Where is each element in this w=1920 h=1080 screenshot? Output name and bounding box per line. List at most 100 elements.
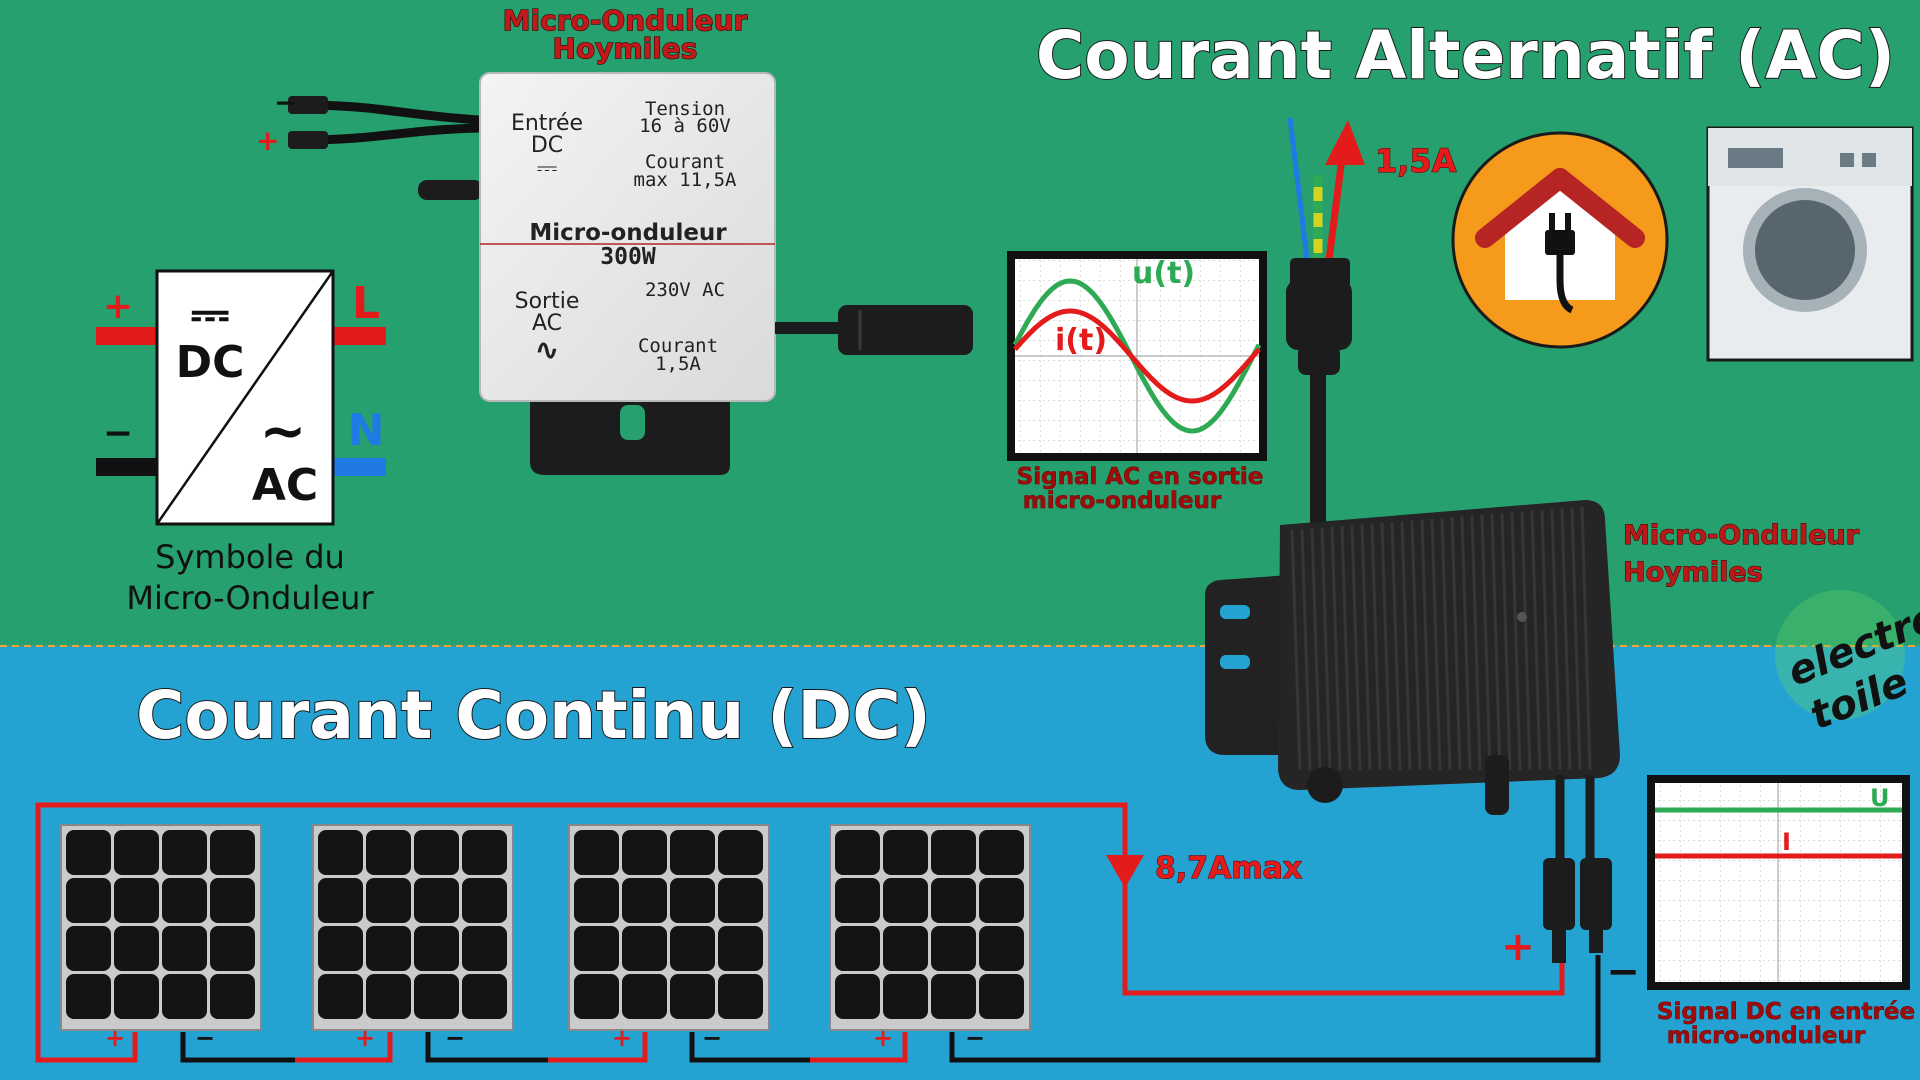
symbol-dc-lines: ⎓ bbox=[191, 286, 229, 342]
card-output-current-1: Courant bbox=[638, 335, 718, 357]
ac-cable-taper bbox=[1298, 345, 1340, 375]
solar-panel-3: + − bbox=[568, 824, 770, 1052]
inverter-fin bbox=[1340, 525, 1352, 771]
dc-link-1 bbox=[35, 1030, 138, 1063]
dc-link-3-neg bbox=[689, 1032, 810, 1063]
symbol-ac-text: AC bbox=[252, 460, 318, 511]
dc-scope-u-label: U bbox=[1870, 784, 1890, 812]
card-mount-slot bbox=[620, 405, 645, 440]
plug-cable bbox=[1556, 255, 1574, 314]
card-side-stub bbox=[418, 180, 483, 200]
card-output-cable bbox=[775, 322, 845, 334]
panel-cell bbox=[114, 878, 159, 923]
symbol-dc-text: DC bbox=[176, 337, 245, 388]
panel-cell bbox=[462, 926, 507, 971]
card-dc-glyph: ⎓ bbox=[537, 153, 558, 183]
card-output-current-2: 1,5A bbox=[655, 353, 701, 375]
panel-cell bbox=[414, 830, 459, 875]
panel-cell bbox=[162, 926, 207, 971]
washer-display bbox=[1728, 148, 1783, 168]
inverter-fin bbox=[1530, 510, 1542, 771]
panel-cell bbox=[718, 878, 763, 923]
card-connector-plus bbox=[288, 131, 328, 149]
inverter-fin bbox=[1310, 528, 1322, 771]
card-current-2: max 11,5A bbox=[634, 169, 738, 191]
panel-cell bbox=[414, 878, 459, 923]
panel-cell bbox=[574, 926, 619, 971]
panel-plus-sign: + bbox=[355, 1024, 375, 1052]
panel-plus-sign: + bbox=[105, 1024, 125, 1052]
inverter-fin bbox=[1450, 517, 1462, 771]
panel-cell bbox=[162, 878, 207, 923]
card-output-label-1: Sortie bbox=[515, 289, 580, 314]
dc-link-2-neg bbox=[425, 1032, 548, 1063]
panel-cell bbox=[931, 926, 976, 971]
card-voltage-2: 16 à 60V bbox=[639, 115, 731, 137]
card-model-2: 300W bbox=[600, 244, 656, 270]
symbol-l-wire bbox=[332, 327, 386, 345]
panel-cell bbox=[718, 830, 763, 875]
inverter-fin bbox=[1370, 523, 1382, 771]
panel-cell bbox=[718, 974, 763, 1019]
panel-cell bbox=[574, 830, 619, 875]
dc-main-positive-wire bbox=[35, 802, 1565, 1030]
house-roof bbox=[1475, 168, 1645, 248]
dc-current-arrow bbox=[1106, 855, 1144, 888]
panel-cell bbox=[318, 926, 363, 971]
house-plug-icon bbox=[1451, 131, 1669, 349]
inverter-fin bbox=[1470, 515, 1482, 771]
inverter-fin bbox=[1460, 516, 1472, 771]
ac-scope-caption-1: Signal AC en sortie bbox=[1017, 464, 1264, 490]
dc-connector-minus bbox=[1580, 858, 1612, 930]
dc-link-3 bbox=[548, 1032, 648, 1063]
dc-scope-caption-2: micro-onduleur bbox=[1667, 1023, 1866, 1049]
inverter-fin bbox=[1390, 521, 1402, 771]
panel-cell bbox=[366, 974, 411, 1019]
card-voltage-1: Tension bbox=[645, 98, 725, 120]
inverter-slot-2 bbox=[1220, 655, 1250, 669]
inverter-fin bbox=[1580, 506, 1592, 771]
panel-cell bbox=[670, 830, 715, 875]
dc-link-4 bbox=[810, 1032, 908, 1063]
panel-cell bbox=[622, 830, 667, 875]
card-cable-plus-sign: + bbox=[256, 124, 279, 157]
dc-scope: U I Signal DC en entrée micro-onduleur bbox=[1647, 775, 1915, 1049]
panel-cell bbox=[835, 830, 880, 875]
panel-cell bbox=[66, 878, 111, 923]
inverter-fin bbox=[1480, 514, 1492, 771]
symbol-l-letter: L bbox=[352, 278, 380, 329]
plug-prong-left bbox=[1549, 213, 1555, 231]
inverter-fin bbox=[1510, 512, 1522, 771]
dc-link-1-neg bbox=[180, 1032, 295, 1063]
ac-scope-i-label: i(t) bbox=[1055, 323, 1107, 358]
panel-cell bbox=[931, 974, 976, 1019]
panel-cell bbox=[366, 878, 411, 923]
plug-body bbox=[1545, 230, 1575, 255]
ac-scope-i-wave bbox=[1013, 308, 1261, 404]
inverter-fin bbox=[1320, 527, 1332, 771]
inverter-fin bbox=[1410, 520, 1422, 771]
dc-wiring: 8,7Amax + − bbox=[35, 775, 1640, 1063]
solar-panel-4: + − bbox=[829, 824, 1031, 1052]
plug-prong-right bbox=[1565, 213, 1571, 231]
panel-cell bbox=[931, 878, 976, 923]
panel-cell bbox=[670, 878, 715, 923]
panel-cell bbox=[318, 830, 363, 875]
watermark-glow bbox=[1775, 590, 1905, 720]
panel-cell bbox=[66, 830, 111, 875]
dc-minus-sign: − bbox=[1606, 949, 1640, 995]
ac-scope-u-label: u(t) bbox=[1132, 256, 1195, 291]
panel-minus-sign: − bbox=[445, 1024, 465, 1052]
dc-input-cables bbox=[1555, 775, 1595, 860]
card-brand-line2: Hoymiles bbox=[553, 32, 698, 65]
solar-panel-2: + − bbox=[312, 824, 514, 1052]
panel-cell bbox=[114, 830, 159, 875]
panel-cell bbox=[622, 926, 667, 971]
panel-cell bbox=[66, 926, 111, 971]
inverter-fin bbox=[1550, 509, 1562, 771]
panel-cell bbox=[979, 878, 1024, 923]
ac-section-title: Courant Alternatif (AC) bbox=[1036, 17, 1895, 94]
panel-cell bbox=[318, 878, 363, 923]
symbol-ac-wave: ∼ bbox=[260, 399, 307, 464]
washer-button-1 bbox=[1840, 153, 1854, 167]
